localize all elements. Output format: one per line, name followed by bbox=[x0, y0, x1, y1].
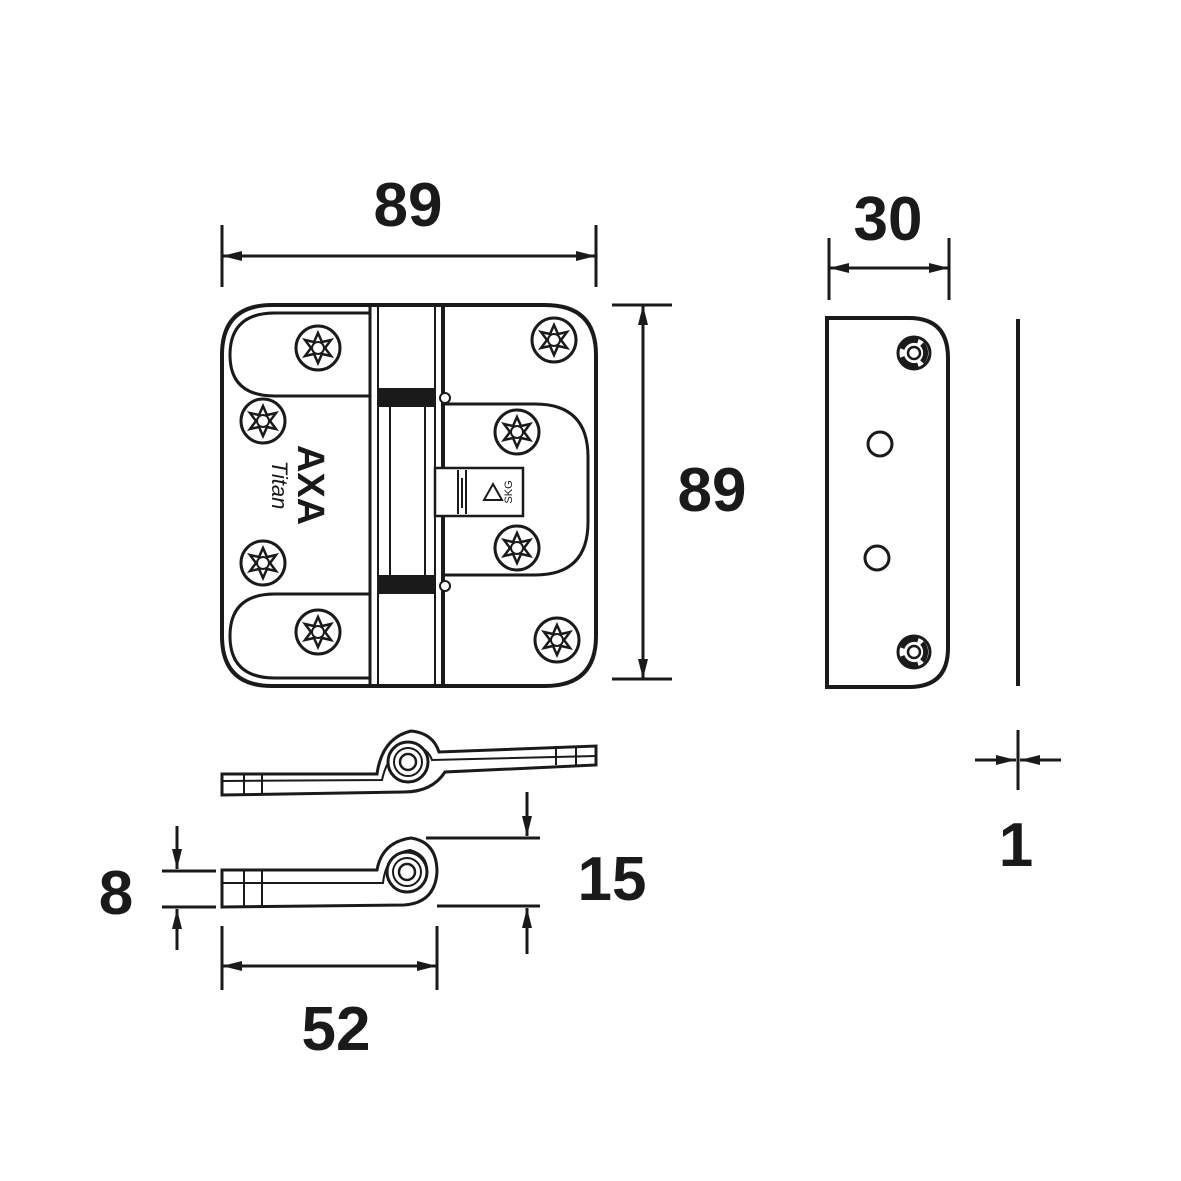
dimension-thickness: 1 bbox=[975, 730, 1061, 880]
screw-icon bbox=[294, 608, 342, 656]
hinge-side-view bbox=[825, 316, 950, 689]
skg-mark: SKG bbox=[503, 480, 515, 503]
hinge-outline-right bbox=[443, 303, 598, 688]
hinge-front-view: SKG AXA Titan bbox=[220, 303, 598, 688]
screw-icon bbox=[493, 524, 541, 572]
dimension-label: 52 bbox=[302, 995, 371, 1064]
screw-icon bbox=[294, 324, 342, 372]
dimension-label: 89 bbox=[374, 171, 443, 240]
dimension-label: 8 bbox=[99, 859, 133, 928]
slotted-screw-icon bbox=[898, 337, 930, 369]
lower-left-tab bbox=[228, 592, 370, 680]
screw-icon bbox=[493, 408, 541, 456]
mounting-hole bbox=[863, 544, 891, 572]
dimension-leaf-depth: 8 bbox=[99, 826, 216, 950]
model-name: Titan bbox=[267, 461, 292, 510]
hinge-profile-open bbox=[220, 729, 598, 797]
screw-icon bbox=[533, 616, 581, 664]
dimension-label: 15 bbox=[578, 845, 647, 914]
screw-icon bbox=[530, 316, 578, 364]
dimension-front-width: 89 bbox=[220, 171, 598, 287]
dimension-side-width: 30 bbox=[827, 185, 951, 300]
brand-logo: AXA bbox=[289, 445, 331, 525]
hinge-profile-closed bbox=[220, 836, 439, 909]
dimension-leaf-length: 52 bbox=[220, 926, 439, 1064]
dimension-label: 1 bbox=[999, 811, 1033, 880]
dimension-label: 89 bbox=[678, 456, 747, 525]
slotted-screw-icon bbox=[898, 636, 930, 668]
dimension-front-height: 89 bbox=[612, 303, 747, 681]
center-plate bbox=[443, 402, 590, 577]
screw-icon bbox=[239, 539, 287, 587]
hinge-outline bbox=[220, 303, 445, 688]
mounting-hole bbox=[866, 430, 894, 458]
dimension-label: 30 bbox=[854, 185, 923, 254]
upper-left-tab bbox=[228, 311, 370, 398]
spring-tag bbox=[433, 466, 525, 518]
side-plate bbox=[825, 316, 950, 689]
dimension-knuckle-height: 15 bbox=[426, 792, 646, 954]
screw-icon bbox=[239, 397, 287, 445]
skg-logo-icon bbox=[482, 481, 504, 501]
